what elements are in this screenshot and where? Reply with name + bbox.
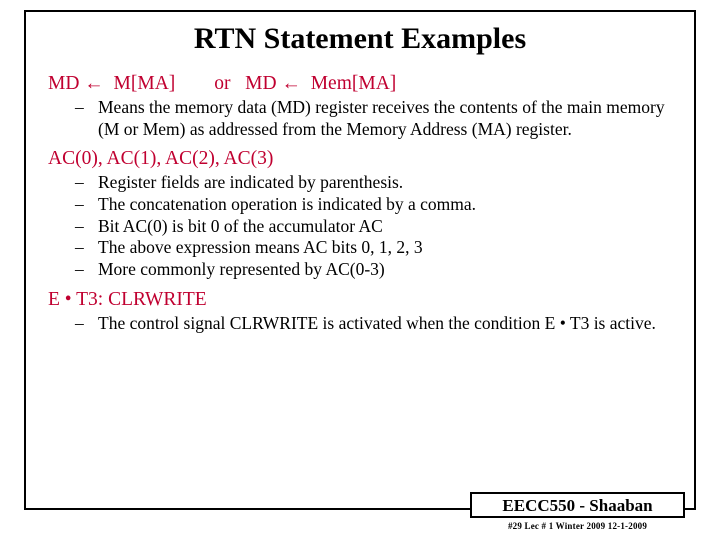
bullet-above-expression: – The above expression means AC bits 0, … <box>48 237 688 259</box>
bullet-dash-icon: – <box>75 97 84 117</box>
bullet-register-fields: – Register fields are indicated by paren… <box>48 172 688 194</box>
bullet-bit-ac0: – Bit AC(0) is bit 0 of the accumulator … <box>48 216 688 238</box>
bullet-text: Register fields are indicated by parenth… <box>98 172 404 193</box>
heading-clrwrite: E • T3: CLRWRITE <box>48 288 207 310</box>
bullet-control-signal: – The control signal CLRWRITE is activat… <box>48 313 688 335</box>
bullet-dash-icon: – <box>75 194 84 215</box>
slide-border-frame <box>24 10 696 510</box>
bullet-text: The concatenation operation is indicated… <box>98 194 477 215</box>
bullet-text: More commonly represented by AC(0-3) <box>98 259 385 280</box>
bullet-dash-icon: – <box>75 172 84 193</box>
bullet-dash-icon: – <box>75 312 84 333</box>
bullet-concatenation: – The concatenation operation is indicat… <box>48 194 688 216</box>
slide-body: MD ← M[MA] or MD ← Mem[MA] – Means the m… <box>48 72 688 336</box>
bullet-text: The above expression means AC bits 0, 1,… <box>98 237 423 258</box>
footer-note: #29 Lec # 1 Winter 2009 12-1-2009 <box>507 521 648 531</box>
page-title: RTN Statement Examples <box>193 22 527 55</box>
bullet-more-commonly: – More commonly represented by AC(0-3) <box>48 259 688 281</box>
bullet-md-means: – Means the memory data (MD) register re… <box>48 97 688 140</box>
heading-md-assignment: MD ← M[MA] or MD ← Mem[MA] <box>48 73 397 94</box>
bullet-text: Bit AC(0) is bit 0 of the accumulator AC <box>98 215 383 236</box>
bullet-text: Means the memory data (MD) register rece… <box>98 97 665 139</box>
footer-badge: EECC550 - Shaaban <box>470 492 685 518</box>
bullet-dash-icon: – <box>75 259 84 280</box>
heading-ac-fields: AC(0), AC(1), AC(2), AC(3) <box>48 148 274 170</box>
bullet-dash-icon: – <box>75 215 84 236</box>
bullet-dash-icon: – <box>75 237 84 258</box>
bullet-text: The control signal CLRWRITE is activated… <box>98 312 656 333</box>
